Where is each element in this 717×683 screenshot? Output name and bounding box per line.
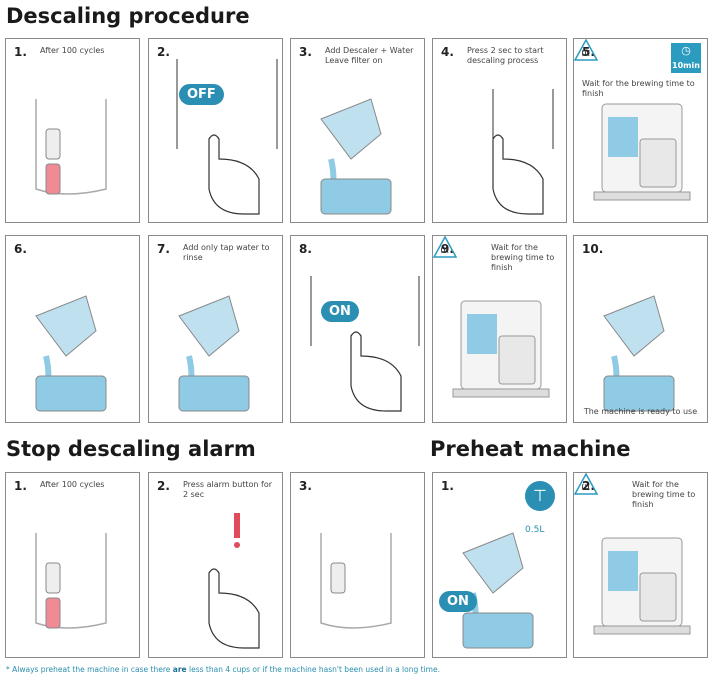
step-illustration bbox=[452, 300, 550, 398]
descaling-step-2: 2. OFF bbox=[148, 38, 283, 223]
hot-warning-icon bbox=[574, 39, 598, 61]
ready-message: The machine is ready to use bbox=[583, 407, 698, 416]
step-number: 7. bbox=[157, 242, 170, 256]
step-illustration bbox=[208, 513, 260, 649]
hot-warning-icon bbox=[433, 236, 457, 258]
step-illustration bbox=[320, 98, 392, 215]
step-illustration bbox=[310, 276, 420, 412]
step-illustration bbox=[35, 99, 107, 195]
descaling-step-1: 1. After 100 cycles bbox=[5, 38, 140, 223]
descaling-step-5: 5. Wait for the brewing time to finish◷1… bbox=[573, 38, 708, 223]
step-illustration bbox=[35, 533, 107, 629]
step-number: 1. bbox=[14, 479, 27, 493]
on-badge: ON bbox=[439, 591, 477, 612]
step-illustration bbox=[320, 533, 392, 629]
step-illustration bbox=[603, 295, 675, 412]
descaling-step-3: 3. Add Descaler + Water Leave filter on bbox=[290, 38, 425, 223]
preheat-step-2: 2. Wait for the brewing time to finish bbox=[573, 472, 708, 658]
alarm-step-1: 1. After 100 cycles bbox=[5, 472, 140, 658]
water-volume: 0.5L bbox=[525, 525, 545, 535]
step-illustration bbox=[462, 532, 534, 649]
step-illustration bbox=[176, 59, 278, 215]
step-instruction: Wait for the brewing time to finish bbox=[632, 480, 696, 509]
step-instruction: Wait for the brewing time to finish bbox=[491, 243, 555, 272]
step-illustration bbox=[492, 89, 554, 215]
step-number: 3. bbox=[299, 479, 312, 493]
step-number: 8. bbox=[299, 242, 312, 256]
tap-icon: ⊤ bbox=[525, 481, 555, 511]
alarm-step-2: 2. Press alarm button for 2 sec bbox=[148, 472, 283, 658]
descaling-step-4: 4. Press 2 sec to start descaling proces… bbox=[432, 38, 567, 223]
step-number: 2. bbox=[157, 479, 170, 493]
step-instruction: Wait for the brewing time to finish bbox=[582, 79, 695, 98]
step-instruction: After 100 cycles bbox=[40, 46, 105, 55]
descaling-step-9: 9. Wait for the brewing time to finish bbox=[432, 235, 567, 423]
step-instruction: Press alarm button for 2 sec bbox=[183, 480, 273, 499]
step-instruction: Add Descaler + Water Leave filter on bbox=[325, 46, 414, 65]
step-number: 1. bbox=[14, 45, 27, 59]
section-title-stop-alarm: Stop descaling alarm bbox=[6, 437, 256, 461]
step-instruction: Add only tap water to rinse bbox=[183, 243, 270, 262]
step-illustration bbox=[35, 295, 107, 412]
timer-label: 10min bbox=[672, 61, 700, 70]
step-instruction: Press 2 sec to start descaling process bbox=[467, 46, 544, 65]
step-number: 3. bbox=[299, 45, 312, 59]
on-badge: ON bbox=[321, 301, 359, 322]
section-title-preheat: Preheat machine bbox=[430, 437, 631, 461]
step-illustration bbox=[178, 295, 250, 412]
step-number: 2. bbox=[157, 45, 170, 59]
off-badge: OFF bbox=[179, 84, 224, 105]
descaling-step-6: 6. bbox=[5, 235, 140, 423]
clock-icon: ◷ bbox=[681, 44, 691, 57]
step-illustration bbox=[593, 103, 691, 201]
section-title-descaling: Descaling procedure bbox=[6, 4, 250, 28]
timer-badge: ◷ 10min bbox=[671, 43, 701, 73]
footnote: * Always preheat the machine in case the… bbox=[6, 665, 440, 674]
step-number: 6. bbox=[14, 242, 27, 256]
step-illustration bbox=[593, 537, 691, 635]
descaling-step-7: 7. Add only tap water to rinse bbox=[148, 235, 283, 423]
step-number: 1. bbox=[441, 479, 454, 493]
descaling-step-8: 8. ON bbox=[290, 235, 425, 423]
hot-warning-icon bbox=[574, 473, 598, 495]
step-number: 10. bbox=[582, 242, 604, 256]
step-instruction: After 100 cycles bbox=[40, 480, 105, 489]
step-number: 4. bbox=[441, 45, 454, 59]
preheat-step-1: 1. 0.5L ⊤ ON bbox=[432, 472, 567, 658]
alarm-step-3: 3. bbox=[290, 472, 425, 658]
descaling-step-10: 10. The machine is ready to use bbox=[573, 235, 708, 423]
